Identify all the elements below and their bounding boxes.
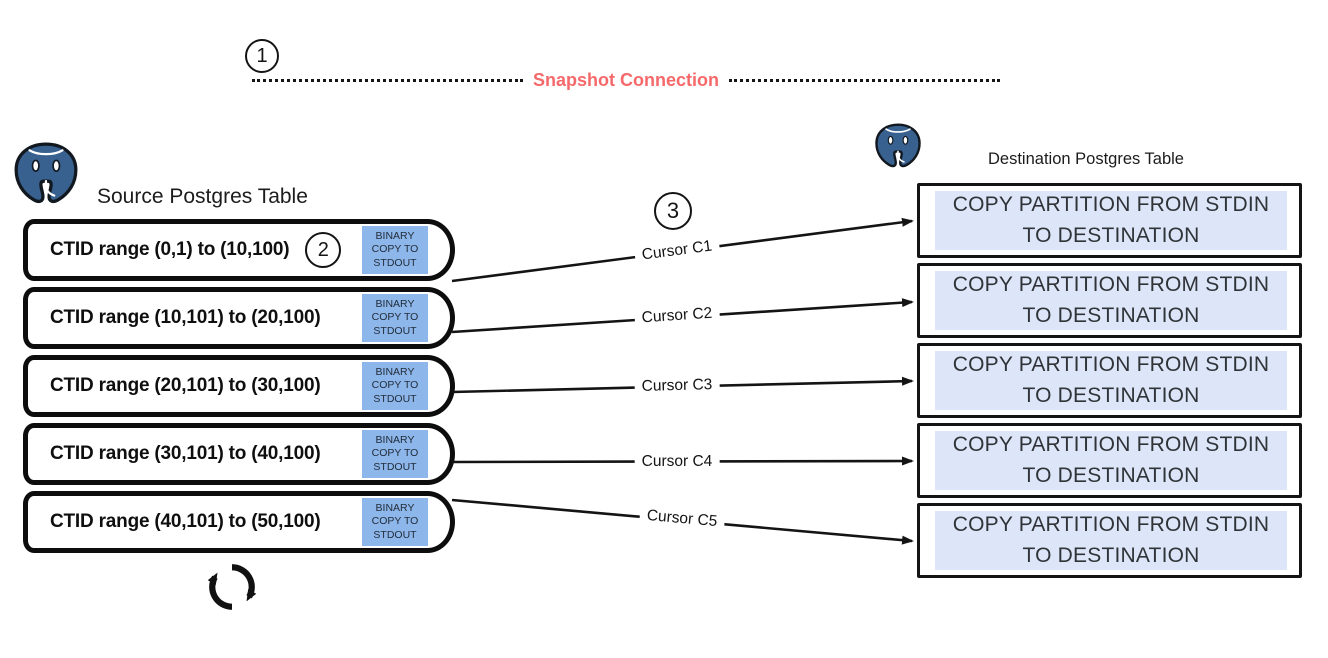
badge-line: COPY TO — [371, 379, 419, 392]
destination-partition-box: COPY PARTITION FROM STDIN TO DESTINATION — [917, 263, 1302, 338]
step-1-number: 1 — [256, 45, 268, 67]
badge-line: BINARY — [375, 297, 415, 310]
destination-partition-box: COPY PARTITION FROM STDIN TO DESTINATION — [917, 503, 1302, 578]
destination-partition-box: COPY PARTITION FROM STDIN TO DESTINATION — [917, 423, 1302, 498]
binary-copy-badge: BINARY COPY TO STDOUT — [362, 294, 428, 342]
copy-line: TO DESTINATION — [1022, 383, 1200, 407]
cursor-c1-label: Cursor C1 — [633, 236, 721, 266]
badge-line: BINARY — [375, 433, 415, 446]
cursor-c3-label: Cursor C3 — [634, 375, 720, 397]
step-2-badge: 2 — [305, 232, 342, 268]
destination-partition-box: COPY PARTITION FROM STDIN TO DESTINATION — [917, 343, 1302, 418]
badge-line: COPY TO — [371, 311, 419, 324]
copy-line: TO DESTINATION — [1022, 303, 1200, 327]
badge-line: STDOUT — [373, 528, 417, 541]
copy-line: TO DESTINATION — [1022, 223, 1200, 247]
source-table-row: CTID range (20,101) to (30,100) BINARY C… — [23, 355, 455, 417]
ctid-range-label: CTID range (10,101) to (20,100) — [50, 307, 321, 328]
copy-partition-label: COPY PARTITION FROM STDIN TO DESTINATION — [935, 191, 1287, 250]
source-table-row: CTID range (30,101) to (40,100) BINARY C… — [23, 423, 455, 485]
copy-line: COPY PARTITION FROM STDIN — [952, 273, 1270, 297]
badge-line: BINARY — [375, 365, 415, 378]
source-table-title: Source Postgres Table — [97, 185, 308, 208]
binary-copy-badge: BINARY COPY TO STDOUT — [362, 430, 428, 478]
badge-line: COPY TO — [371, 515, 419, 528]
ctid-range-label: CTID range (20,101) to (30,100) — [50, 375, 321, 396]
step-1-badge: 1 — [245, 39, 279, 73]
snapshot-connection-line: Snapshot Connection — [252, 68, 1000, 92]
cursor-c4-label: Cursor C4 — [634, 453, 720, 471]
copy-line: COPY PARTITION FROM STDIN — [952, 513, 1270, 537]
copy-line: TO DESTINATION — [1022, 463, 1200, 487]
badge-line: BINARY — [375, 229, 415, 242]
copy-line: COPY PARTITION FROM STDIN — [952, 433, 1270, 457]
binary-copy-badge: BINARY COPY TO STDOUT — [362, 226, 428, 274]
step-2-number: 2 — [317, 239, 329, 261]
badge-line: STDOUT — [373, 392, 417, 405]
binary-copy-badge: BINARY COPY TO STDOUT — [362, 498, 428, 546]
badge-line: STDOUT — [373, 256, 417, 269]
badge-line: STDOUT — [373, 460, 417, 473]
badge-line: BINARY — [375, 501, 415, 514]
badge-line: COPY TO — [371, 243, 419, 256]
postgres-elephant-icon — [872, 118, 924, 176]
source-table-row: CTID range (10,101) to (20,100) BINARY C… — [23, 287, 455, 349]
postgres-elephant-icon — [10, 142, 82, 208]
ctid-range-label: CTID range (40,101) to (50,100) — [50, 511, 321, 532]
copy-line: TO DESTINATION — [1022, 543, 1200, 567]
copy-partition-label: COPY PARTITION FROM STDIN TO DESTINATION — [935, 511, 1287, 570]
badge-line: COPY TO — [371, 447, 419, 460]
cursor-c2-label: Cursor C2 — [634, 304, 720, 328]
ctid-range-label: CTID range (30,101) to (40,100) — [50, 443, 321, 464]
ctid-range-label: CTID range (0,1) to (10,100) — [50, 239, 290, 260]
copy-line: COPY PARTITION FROM STDIN — [952, 193, 1270, 217]
badge-line: STDOUT — [373, 324, 417, 337]
source-table-row: CTID range (0,1) to (10,100) 2 BINARY CO… — [23, 219, 455, 281]
cursor-c5-label: Cursor C5 — [639, 506, 725, 532]
dotted-line-right — [729, 78, 1000, 82]
refresh-loop-icon — [207, 564, 257, 610]
destination-table-title: Destination Postgres Table — [988, 150, 1184, 168]
binary-copy-badge: BINARY COPY TO STDOUT — [362, 362, 428, 410]
source-table-row: CTID range (40,101) to (50,100) BINARY C… — [23, 491, 455, 553]
step-3-number: 3 — [666, 198, 680, 223]
snapshot-connection-label: Snapshot Connection — [523, 69, 729, 91]
destination-partition-box: COPY PARTITION FROM STDIN TO DESTINATION — [917, 183, 1302, 258]
step-3-badge: 3 — [654, 192, 692, 230]
copy-line: COPY PARTITION FROM STDIN — [952, 353, 1270, 377]
copy-partition-label: COPY PARTITION FROM STDIN TO DESTINATION — [935, 351, 1287, 410]
copy-partition-label: COPY PARTITION FROM STDIN TO DESTINATION — [935, 271, 1287, 330]
dotted-line-left — [252, 78, 523, 82]
copy-partition-label: COPY PARTITION FROM STDIN TO DESTINATION — [935, 431, 1287, 490]
